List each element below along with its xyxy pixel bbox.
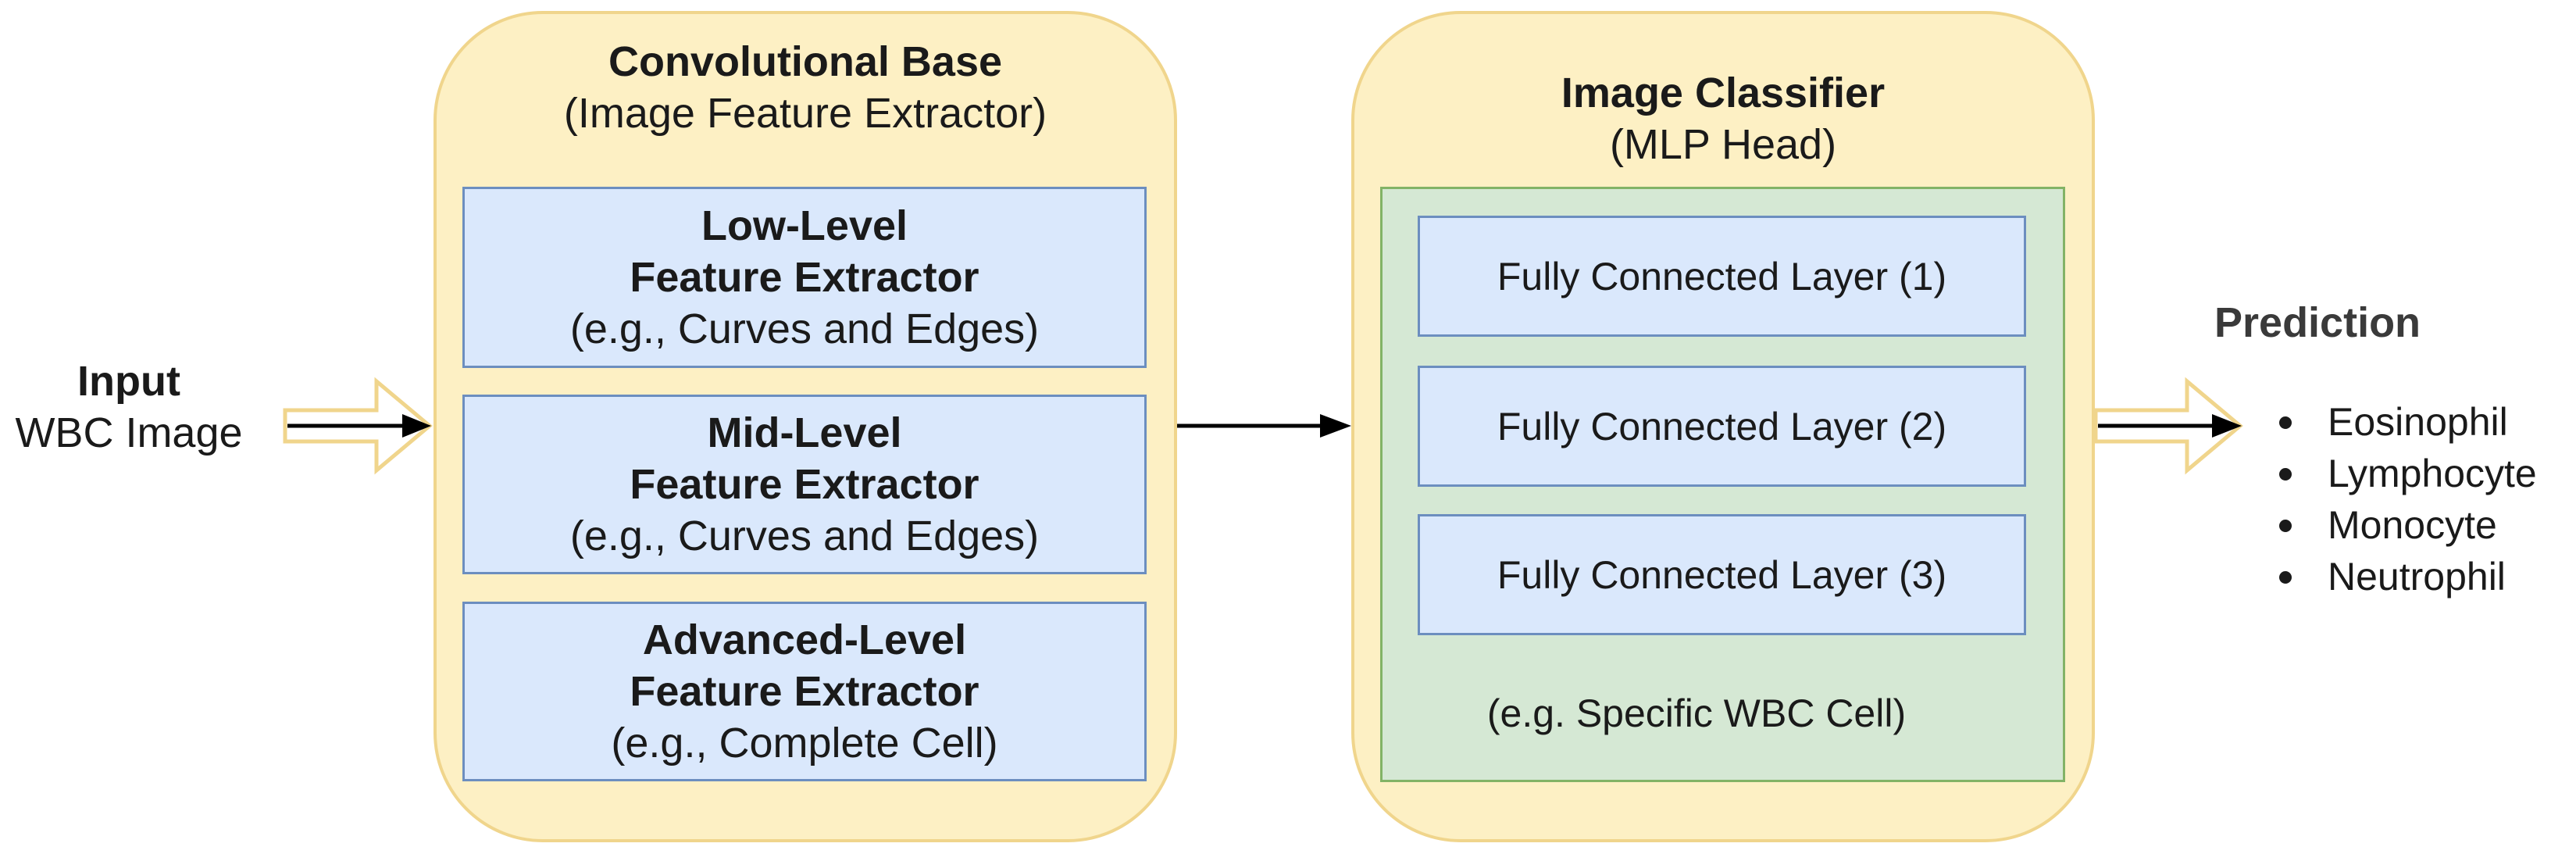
output-arrow [2093,377,2243,475]
advanced-level-extractor-box: Advanced-Level Feature Extractor (e.g., … [462,602,1147,781]
fully-connected-layer-3: Fully Connected Layer (3) [1418,514,2026,635]
convolutional-base-subheading: (Image Feature Extractor) [563,90,1047,137]
extractor-type-label: Feature Extractor [630,254,979,301]
input-subtitle: WBC Image [15,409,243,456]
input-label: Input WBC Image [8,356,250,459]
extractor-level-label: Advanced-Level [642,616,967,663]
extractor-type-label: Feature Extractor [630,668,979,715]
input-arrow [283,377,433,475]
convolutional-base-heading: Convolutional Base [608,38,1003,85]
classifier-note: (e.g. Specific WBC Cell) [1486,691,1907,735]
prediction-class-item: Lymphocyte [2273,448,2537,499]
extractor-type-label: Feature Extractor [630,461,979,508]
fully-connected-layer-1: Fully Connected Layer (1) [1418,216,2026,337]
prediction-class-item: Eosinophil [2273,396,2537,448]
extractor-example-label: (e.g., Complete Cell) [611,720,998,766]
prediction-class-item: Monocyte [2273,499,2537,551]
image-classifier-heading: Image Classifier [1561,70,1886,116]
panel-connector-arrow [1177,414,1351,438]
image-classifier-title: Image Classifier (MLP Head) [1354,67,2092,170]
low-level-extractor-box: Low-Level Feature Extractor (e.g., Curve… [462,187,1147,368]
extractor-example-label: (e.g., Curves and Edges) [569,306,1040,352]
convolutional-base-title: Convolutional Base (Image Feature Extrac… [437,36,1174,139]
fully-connected-layer-2: Fully Connected Layer (2) [1418,366,2026,487]
prediction-class-item: Neutrophil [2273,551,2537,602]
extractor-example-label: (e.g., Curves and Edges) [569,513,1040,559]
prediction-title: Prediction [2214,299,2421,346]
image-classifier-subheading: (MLP Head) [1609,121,1837,168]
extractor-level-label: Low-Level [701,202,908,249]
extractor-level-label: Mid-Level [707,409,902,456]
input-title: Input [77,358,180,405]
prediction-class-list: Eosinophil Lymphocyte Monocyte Neutrophi… [2273,396,2537,602]
mid-level-extractor-box: Mid-Level Feature Extractor (e.g., Curve… [462,395,1147,574]
